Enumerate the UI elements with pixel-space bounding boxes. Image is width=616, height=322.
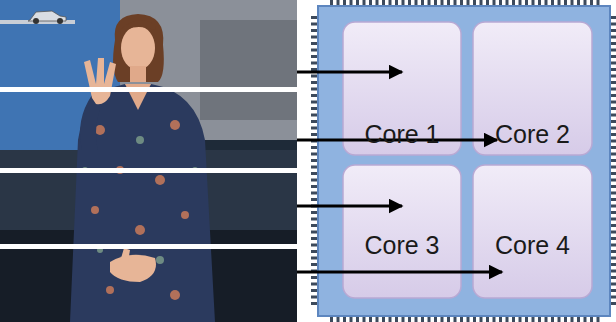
chip-body bbox=[318, 6, 610, 316]
core-label: Core 1 bbox=[364, 122, 439, 147]
core-label: Core 3 bbox=[364, 233, 439, 258]
core-outline bbox=[343, 22, 461, 155]
core-outline bbox=[473, 22, 592, 155]
core-box: Core 4 bbox=[473, 165, 592, 298]
core-box: Core 3 bbox=[343, 165, 461, 298]
core-outline bbox=[343, 165, 461, 298]
work-arrow bbox=[297, 72, 502, 272]
strip-divider bbox=[0, 87, 297, 249]
core-box: Core 2 bbox=[473, 22, 592, 155]
signer-photo bbox=[0, 0, 297, 322]
chip-pins bbox=[311, 0, 616, 322]
core-box: Core 1 bbox=[343, 22, 461, 155]
core-label: Core 2 bbox=[495, 122, 570, 147]
core-outline bbox=[473, 165, 592, 298]
core-label: Core 4 bbox=[495, 233, 570, 258]
